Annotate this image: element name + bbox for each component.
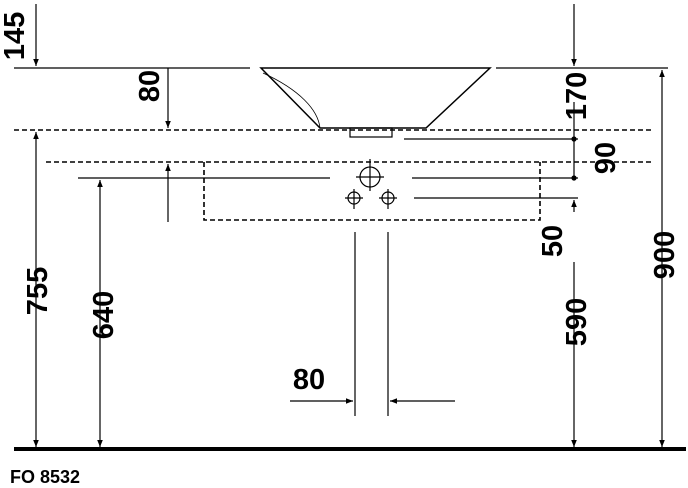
countertop-outline	[14, 129, 652, 163]
dimension-170: 170	[561, 4, 593, 142]
supply-valve-symbols	[345, 159, 397, 209]
dimension-90: 90	[571, 139, 622, 181]
dim-label-80-pipe: 80	[293, 364, 325, 396]
dim-label-90: 90	[590, 142, 622, 174]
dimension-755: 755	[22, 132, 54, 447]
vanity-cabinet-outline	[203, 162, 541, 221]
dimension-640: 640	[88, 180, 120, 447]
dim-label-145: 145	[0, 12, 31, 60]
dim-label-900: 900	[649, 231, 681, 279]
dimension-590: 590	[561, 262, 593, 447]
dim-label-755: 755	[22, 267, 54, 315]
drain-pipe	[354, 232, 389, 416]
dim-label-50: 50	[537, 225, 569, 257]
extension-lines	[14, 67, 668, 199]
dimension-900: 900	[649, 70, 681, 447]
drain-outlet	[349, 127, 393, 138]
dimension-50: 50	[537, 200, 577, 257]
dim-label-170: 170	[561, 72, 593, 120]
drawing-code: FO 8532	[10, 467, 80, 487]
dim-label-80-overhang: 80	[134, 70, 166, 102]
basin-vessel	[259, 67, 492, 138]
dimension-145: 145	[0, 4, 39, 66]
dim-label-640: 640	[88, 291, 120, 339]
dimension-80-overhang: 80	[134, 68, 171, 128]
dimension-80-pipe: 80	[290, 364, 455, 404]
dim-label-590: 590	[561, 298, 593, 346]
